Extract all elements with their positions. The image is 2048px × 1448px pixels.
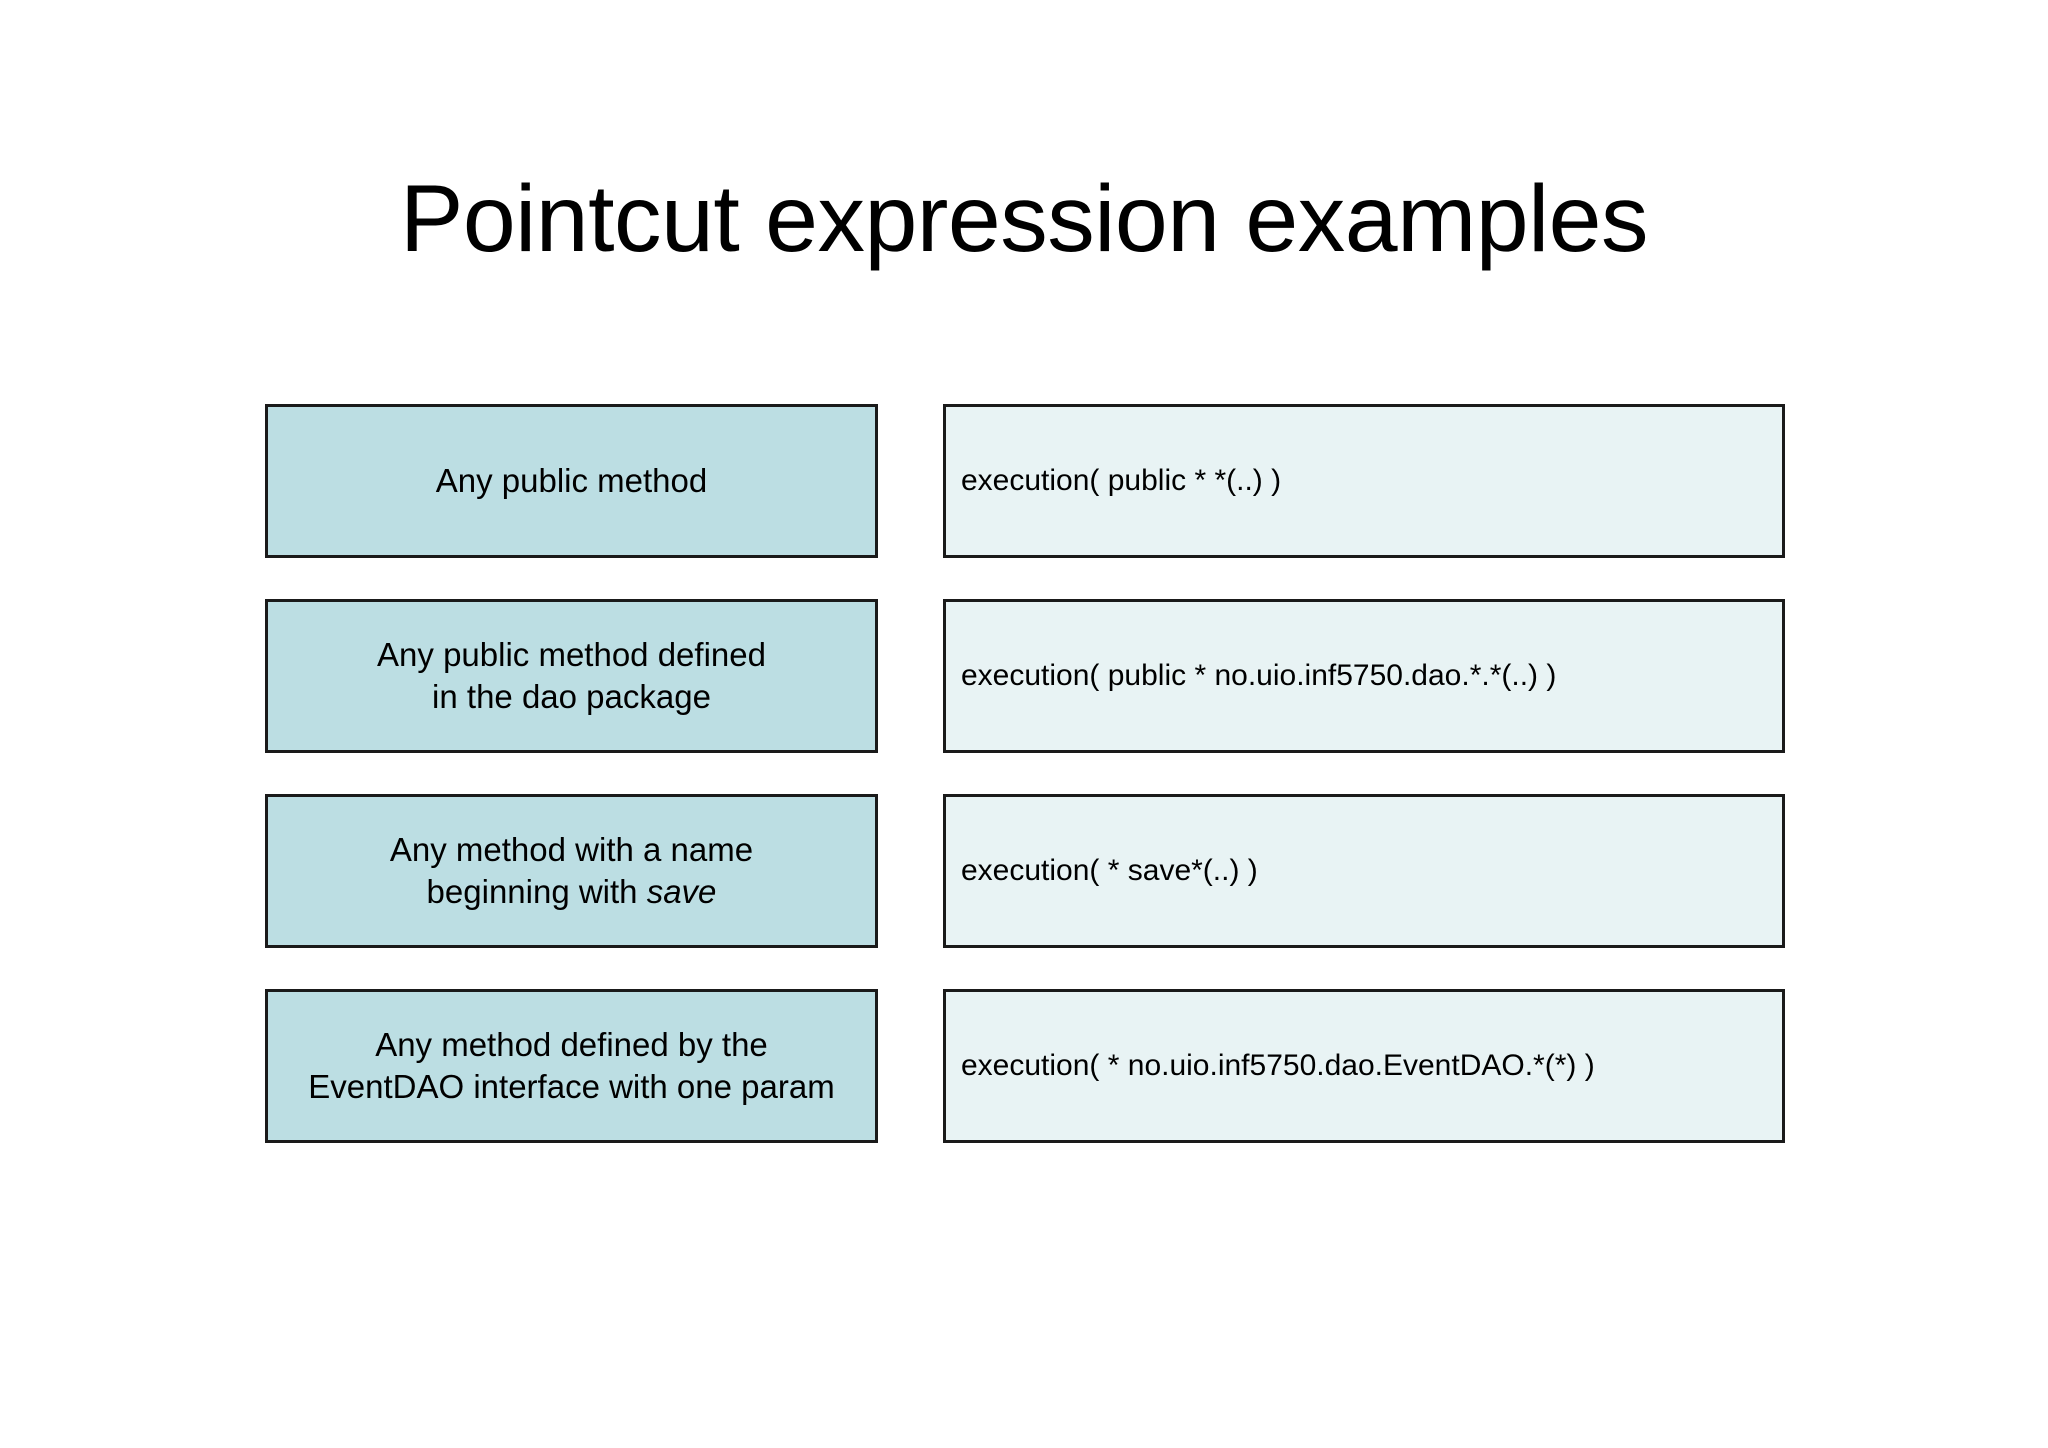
description-text-1: Any public method — [426, 460, 718, 502]
description-line-2b: in the dao package — [432, 678, 711, 715]
expression-box-4: execution( * no.uio.inf5750.dao.EventDAO… — [943, 989, 1785, 1143]
expression-box-2: execution( public * no.uio.inf5750.dao.*… — [943, 599, 1785, 753]
description-box-1: Any public method — [265, 404, 878, 558]
page-title: Pointcut expression examples — [399, 166, 1649, 272]
description-text-4: Any method defined by the EventDAO inter… — [298, 1024, 844, 1108]
expression-text-3: execution( * save*(..) ) — [961, 854, 1258, 887]
description-emphasis-3: save — [646, 873, 717, 910]
description-line-3b: beginning with save — [390, 871, 753, 913]
table-row: Any method defined by the EventDAO inter… — [265, 989, 1785, 1143]
expression-text-2: execution( public * no.uio.inf5750.dao.*… — [961, 659, 1557, 692]
description-line-1a: Any public method — [435, 462, 708, 500]
pointcut-example-table: Any public method execution( public * *(… — [265, 404, 1785, 1184]
description-line-2a: Any public method defined — [377, 636, 766, 674]
description-line-4b: EventDAO interface with one param — [308, 1068, 835, 1105]
expression-text-1: execution( public * *(..) ) — [961, 464, 1282, 497]
table-row: Any public method defined in the dao pac… — [265, 599, 1785, 753]
description-text-3: Any method with a name beginning with sa… — [380, 829, 763, 913]
expression-box-1: execution( public * *(..) ) — [943, 404, 1785, 558]
expression-box-3: execution( * save*(..) ) — [943, 794, 1785, 948]
description-line-4a: Any method defined by the — [375, 1026, 768, 1064]
description-text-2: Any public method defined in the dao pac… — [367, 634, 776, 718]
description-box-4: Any method defined by the EventDAO inter… — [265, 989, 878, 1143]
description-box-2: Any public method defined in the dao pac… — [265, 599, 878, 753]
table-row: Any method with a name beginning with sa… — [265, 794, 1785, 948]
description-box-3: Any method with a name beginning with sa… — [265, 794, 878, 948]
table-row: Any public method execution( public * *(… — [265, 404, 1785, 558]
description-line-3b-text: beginning with — [426, 873, 647, 910]
description-line-3a: Any method with a name — [389, 831, 754, 869]
expression-text-4: execution( * no.uio.inf5750.dao.EventDAO… — [961, 1049, 1595, 1082]
